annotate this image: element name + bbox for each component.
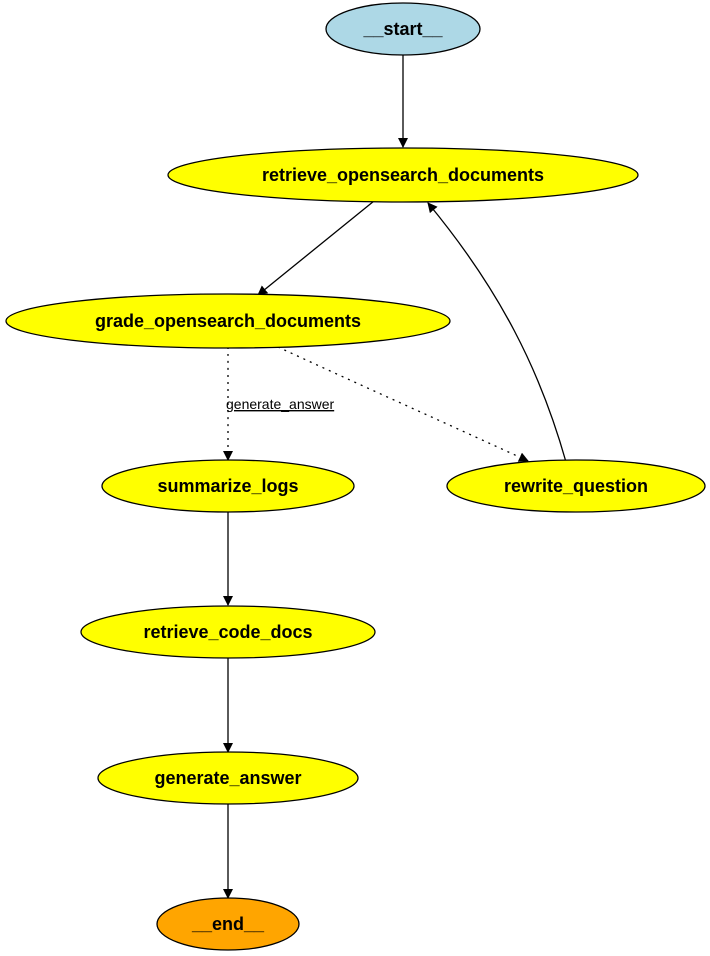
node-end-label: __end__ — [191, 914, 265, 934]
node-generate-answer-label: generate_answer — [154, 768, 301, 788]
node-retrieve-code-docs-label: retrieve_code_docs — [143, 622, 312, 642]
edge-label-generate-answer: generate_answer — [226, 396, 335, 412]
node-retrieve-opensearch-documents[interactable]: retrieve_opensearch_documents — [167, 147, 639, 203]
node-grade-opensearch-documents[interactable]: grade_opensearch_documents — [5, 293, 451, 349]
edge-retrieve-opensearch-to-grade-opensearch — [257, 200, 375, 296]
node-start[interactable]: __start__ — [325, 2, 481, 56]
node-rewrite-question[interactable]: rewrite_question — [446, 459, 706, 513]
node-retrieve-opensearch-documents-label: retrieve_opensearch_documents — [262, 165, 544, 185]
node-rewrite-question-label: rewrite_question — [504, 476, 648, 496]
node-retrieve-code-docs[interactable]: retrieve_code_docs — [80, 605, 376, 659]
node-start-label: __start__ — [362, 19, 443, 39]
node-end[interactable]: __end__ — [156, 897, 300, 951]
edge-rewrite-question-to-retrieve-opensearch — [427, 202, 567, 463]
node-generate-answer[interactable]: generate_answer — [97, 751, 359, 805]
node-grade-opensearch-documents-label: grade_opensearch_documents — [95, 311, 361, 331]
node-summarize-logs-label: summarize_logs — [157, 476, 298, 496]
edge-grade-opensearch-to-rewrite-question — [277, 346, 529, 462]
node-summarize-logs[interactable]: summarize_logs — [101, 459, 355, 513]
